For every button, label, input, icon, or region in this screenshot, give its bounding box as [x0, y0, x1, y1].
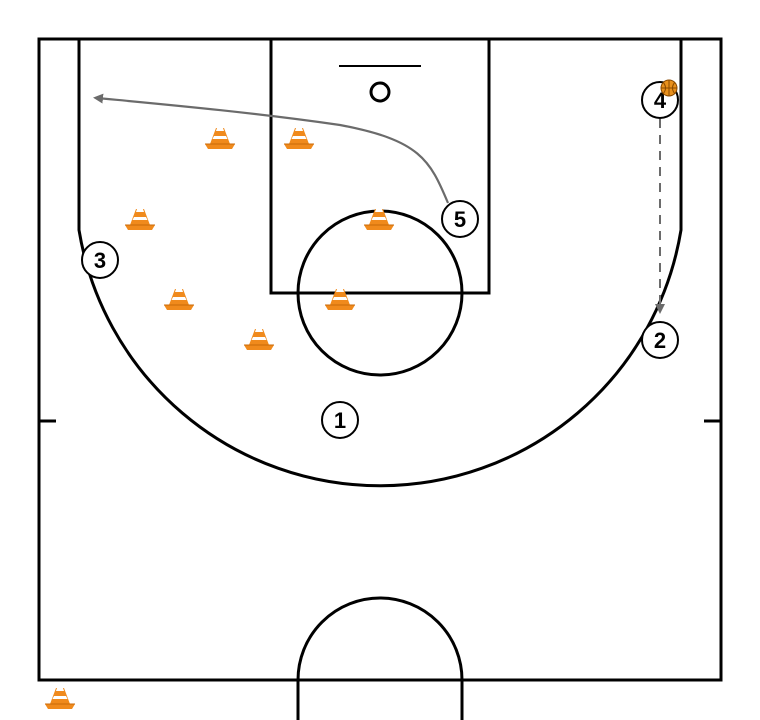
- movement-arrows: [93, 93, 665, 314]
- training-cone-icon: [283, 127, 315, 150]
- player-1: 1: [321, 401, 359, 439]
- player-2-label: 2: [654, 328, 666, 353]
- training-cone-icon: [243, 328, 275, 351]
- key-lane: [269, 37, 491, 295]
- player-3: 3: [81, 241, 119, 279]
- player-5-label: 5: [454, 207, 466, 232]
- training-cone-icon: [44, 687, 76, 710]
- hoop: [369, 81, 391, 103]
- court-lines: [37, 37, 723, 720]
- cut-arrow-player-5: [93, 93, 450, 204]
- three-point-line: [77, 39, 683, 488]
- center-circle: [296, 596, 464, 720]
- court-boundary: [37, 37, 723, 682]
- player-4: 4: [641, 79, 679, 119]
- player-3-label: 3: [94, 248, 106, 273]
- player-5: 5: [441, 200, 479, 238]
- player-1-label: 1: [334, 408, 346, 433]
- players: 1 2 3 4 5: [81, 79, 679, 439]
- training-cone-icon: [163, 288, 195, 311]
- training-cone-icon: [204, 127, 236, 150]
- player-2: 2: [641, 321, 679, 359]
- basketball-icon: [660, 79, 678, 97]
- training-cone-icon: [124, 208, 156, 231]
